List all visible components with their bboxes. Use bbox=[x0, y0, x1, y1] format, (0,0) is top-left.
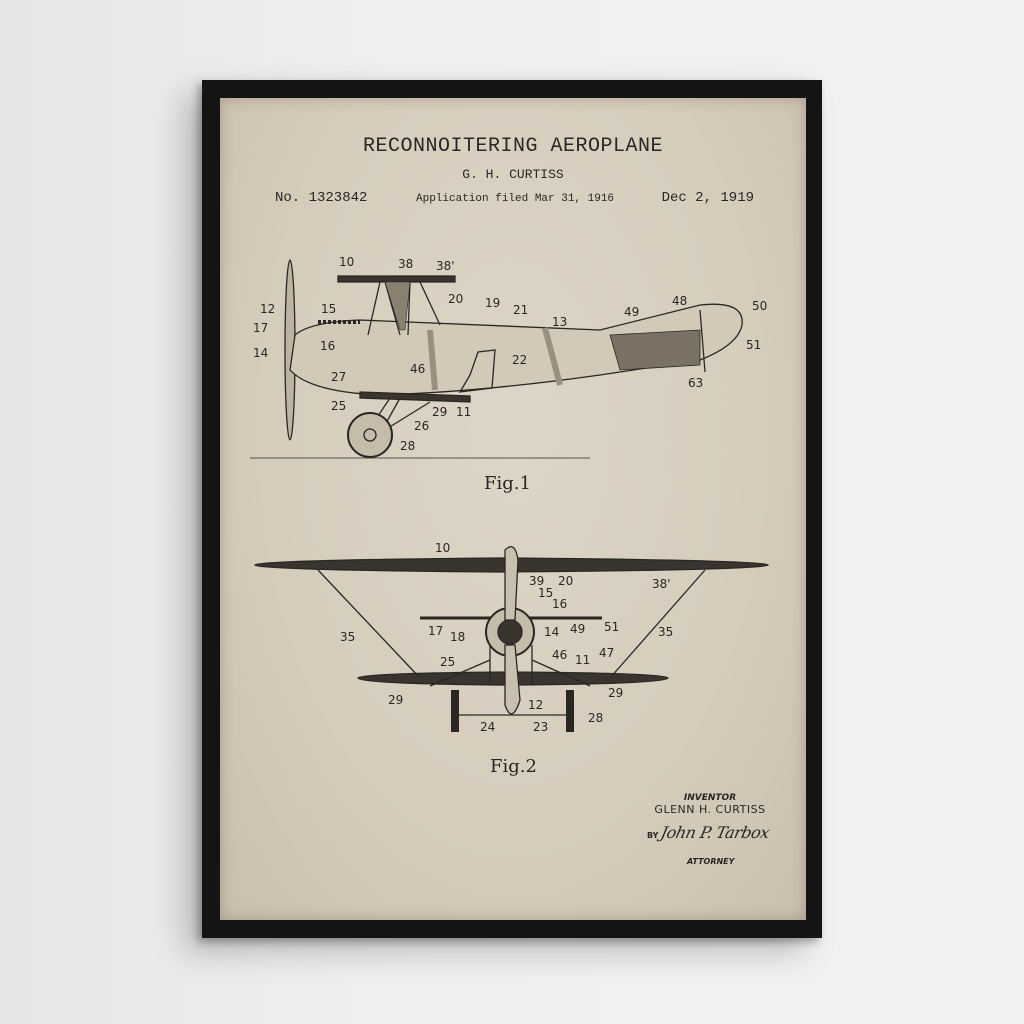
fig2-caption: Fig.2 bbox=[490, 756, 537, 777]
fig2-ref-label: 20 bbox=[558, 574, 573, 588]
fig2-front-view-drawing bbox=[254, 546, 770, 732]
fig1-ref-label: 19 bbox=[485, 296, 500, 310]
fig2-ref-label: 17 bbox=[428, 624, 443, 638]
fig2-ref-label: 35 bbox=[658, 625, 673, 639]
fig1-ref-label: 28 bbox=[400, 439, 415, 453]
fig1-ref-label: 51 bbox=[746, 338, 761, 352]
fig2-ref-label: 39 bbox=[529, 574, 544, 588]
fig1-ref-label: 26 bbox=[414, 419, 429, 433]
attorney-signature: John P. Tarbox bbox=[658, 823, 771, 842]
fig2-ref-label: 46 bbox=[552, 648, 567, 662]
fig2-ref-label: 29 bbox=[388, 693, 403, 707]
fig1-ref-label: 50 bbox=[752, 299, 767, 313]
fig2-ref-label: 11 bbox=[575, 653, 590, 667]
fig1-ref-label: 10 bbox=[339, 255, 354, 269]
fig1-ref-label: 25 bbox=[331, 399, 346, 413]
fig2-ref-label: 24 bbox=[480, 720, 495, 734]
inventor-short: G. H. CURTISS bbox=[462, 167, 564, 182]
attorney-label: ATTORNEY bbox=[687, 857, 735, 866]
fig2-ref-label: 49 bbox=[570, 622, 585, 636]
fig1-ref-label: 16 bbox=[320, 339, 335, 353]
poster-title: RECONNOITERING AEROPLANE bbox=[362, 135, 664, 158]
fig1-side-view-drawing bbox=[250, 259, 743, 459]
fig1-ref-label: 63 bbox=[688, 376, 703, 390]
fig2-ref-label: 38' bbox=[652, 577, 671, 591]
fig2-ref-label: 18 bbox=[450, 630, 465, 644]
application-filed: Application filed Mar 31, 1916 bbox=[416, 193, 615, 205]
fig1-ref-label: 14 bbox=[253, 346, 268, 360]
fig2-ref-label: 12 bbox=[528, 698, 543, 712]
inventor-name: GLENN H. CURTISS bbox=[654, 803, 766, 816]
fig2-ref-label: 47 bbox=[599, 646, 614, 660]
fig1-ref-label: 12 bbox=[260, 302, 275, 316]
fig1-ref-label: 15 bbox=[321, 302, 336, 316]
patent-date: Dec 2, 1919 bbox=[661, 190, 754, 206]
fig2-ref-label: 29 bbox=[608, 686, 623, 700]
inventor-label: INVENTOR bbox=[683, 793, 737, 803]
by-label: BY bbox=[647, 831, 659, 840]
fig1-ref-label: 46 bbox=[410, 362, 425, 376]
fig1-ref-label: 11 bbox=[456, 405, 471, 419]
fig1-ref-label: 13 bbox=[552, 315, 567, 329]
patent-drawings: 10 38 38' 12 15 20 19 21 13 49 48 50 17 … bbox=[250, 255, 770, 734]
fig1-ref-label: 17 bbox=[253, 321, 268, 335]
fig2-ref-label: 23 bbox=[533, 720, 548, 734]
patent-poster: RECONNOITERING AEROPLANE G. H. CURTISS N… bbox=[220, 98, 806, 920]
fig1-ref-label: 21 bbox=[513, 303, 528, 317]
fig1-ref-label: 22 bbox=[512, 353, 527, 367]
fig1-ref-label: 29 bbox=[432, 405, 447, 419]
fig1-ref-label: 48 bbox=[672, 294, 687, 308]
patent-number: No. 1323842 bbox=[275, 190, 368, 206]
fig1-ref-label: 27 bbox=[331, 370, 346, 384]
picture-frame: RECONNOITERING AEROPLANE G. H. CURTISS N… bbox=[202, 80, 822, 938]
fig1-ref-label: 49 bbox=[624, 305, 639, 319]
fig1-ref-label: 20 bbox=[448, 292, 463, 306]
fig1-caption: Fig.1 bbox=[484, 473, 531, 494]
fig2-ref-label: 28 bbox=[588, 711, 603, 725]
fig2-ref-label: 14 bbox=[544, 625, 559, 639]
fig2-ref-label: 10 bbox=[435, 541, 450, 555]
fig2-ref-label: 35 bbox=[340, 630, 355, 644]
fig1-ref-label: 38' bbox=[436, 259, 455, 273]
fig2-ref-label: 25 bbox=[440, 655, 455, 669]
fig2-ref-label: 51 bbox=[604, 620, 619, 634]
signature-block: INVENTOR GLENN H. CURTISS BY John P. Tar… bbox=[635, 793, 785, 866]
fig2-ref-label: 16 bbox=[552, 597, 567, 611]
fig1-ref-label: 38 bbox=[398, 257, 413, 271]
fig2-ref-label: 15 bbox=[538, 586, 553, 600]
